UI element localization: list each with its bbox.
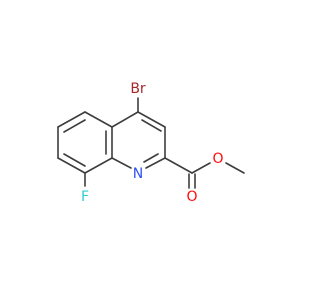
bond-c-o-ether <box>191 162 211 174</box>
bond-c5-c6 <box>57 111 86 128</box>
bonds <box>57 97 245 189</box>
bond-n-c8a <box>111 157 132 169</box>
bond-c2-n <box>145 157 166 169</box>
bond-c8-c8a <box>84 157 113 174</box>
bond-c5-c6-inner <box>63 119 86 133</box>
ether-oxygen-label: O <box>212 151 223 167</box>
bond-c7-c8 <box>57 157 86 174</box>
bond-c2-n-inner <box>143 153 159 163</box>
atom-labels: Br F N O O <box>81 81 224 205</box>
bond-c4-c3-inner <box>141 119 162 132</box>
bond-c4a-c4 <box>111 111 139 128</box>
bond-c4a-c5 <box>84 111 113 128</box>
carbonyl-oxygen-label: O <box>186 189 197 205</box>
bromine-label: Br <box>130 81 146 97</box>
molecule-structure: Br F N O O <box>57 81 245 205</box>
nitrogen-label: N <box>133 166 143 182</box>
bond-c2-ccarbonyl <box>164 157 193 174</box>
fluorine-label: F <box>81 189 89 205</box>
bond-o-ch3 <box>225 162 245 174</box>
bond-c4-c3 <box>137 111 166 128</box>
bond-c7-c8-inner <box>63 153 86 167</box>
